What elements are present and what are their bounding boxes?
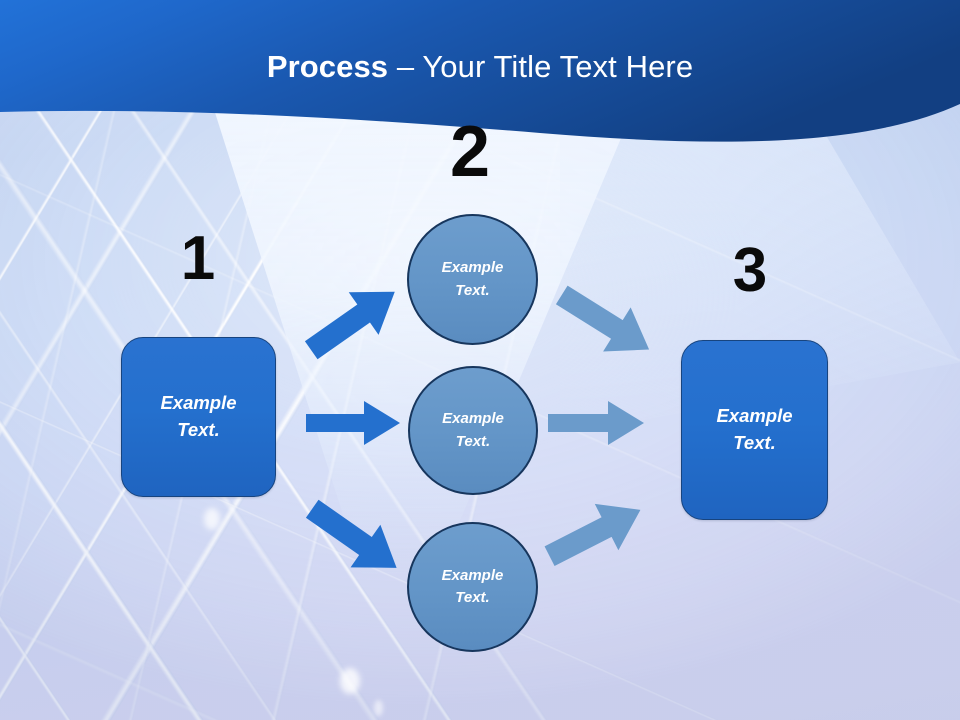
step-2-circle-middle[interactable]: Example Text. (408, 366, 538, 495)
step-2-circle-bottom-label: Example Text. (442, 565, 504, 610)
step-3-box[interactable]: Example Text. (681, 340, 828, 520)
step-number-1: 1 (180, 224, 216, 293)
arrow-box1-to-circle3 (298, 497, 410, 579)
page-title-rest: – Your Title Text Here (388, 49, 694, 84)
step-2-circle-top-line2: Text. (455, 281, 490, 299)
arrow-circle1-to-box3 (549, 281, 661, 363)
step-number-3: 3 (732, 236, 768, 305)
step-2-circle-bottom[interactable]: Example Text. (407, 522, 538, 652)
step-2-circle-bottom-line2: Text. (455, 589, 490, 606)
arrow-box1-to-circle2 (306, 399, 402, 447)
step-2-circle-middle-line2: Text. (455, 432, 491, 450)
step-2-circle-top-label: Example Text. (442, 257, 504, 302)
arrow-circle2-to-box3 (548, 400, 646, 446)
step-3-box-label: Example Text. (716, 403, 792, 457)
step-1-box-label: Example Text. (160, 390, 236, 444)
step-3-box-line1: Example (716, 405, 793, 427)
step-1-box[interactable]: Example Text. (121, 337, 276, 497)
step-2-circle-top[interactable]: Example Text. (407, 214, 538, 345)
step-3-box-line2: Text. (733, 432, 776, 453)
step-1-box-line1: Example (160, 392, 237, 414)
step-number-2: 2 (449, 112, 491, 192)
arrow-circle3-to-box3 (540, 493, 650, 573)
step-2-circle-top-line1: Example (441, 259, 504, 276)
step-2-circle-middle-label: Example Text. (442, 408, 504, 453)
step-1-box-line2: Text. (177, 419, 220, 440)
step-2-circle-bottom-line1: Example (441, 566, 504, 584)
page-title-bold: Process (266, 49, 389, 84)
lens-glow-icon (204, 508, 220, 530)
arrow-box1-to-circle1 (298, 281, 408, 361)
page-title: Process – Your Title Text Here (0, 49, 960, 85)
step-2-circle-middle-line1: Example (442, 410, 504, 427)
lens-glow-icon (340, 668, 360, 694)
lens-glow-icon (374, 700, 383, 716)
